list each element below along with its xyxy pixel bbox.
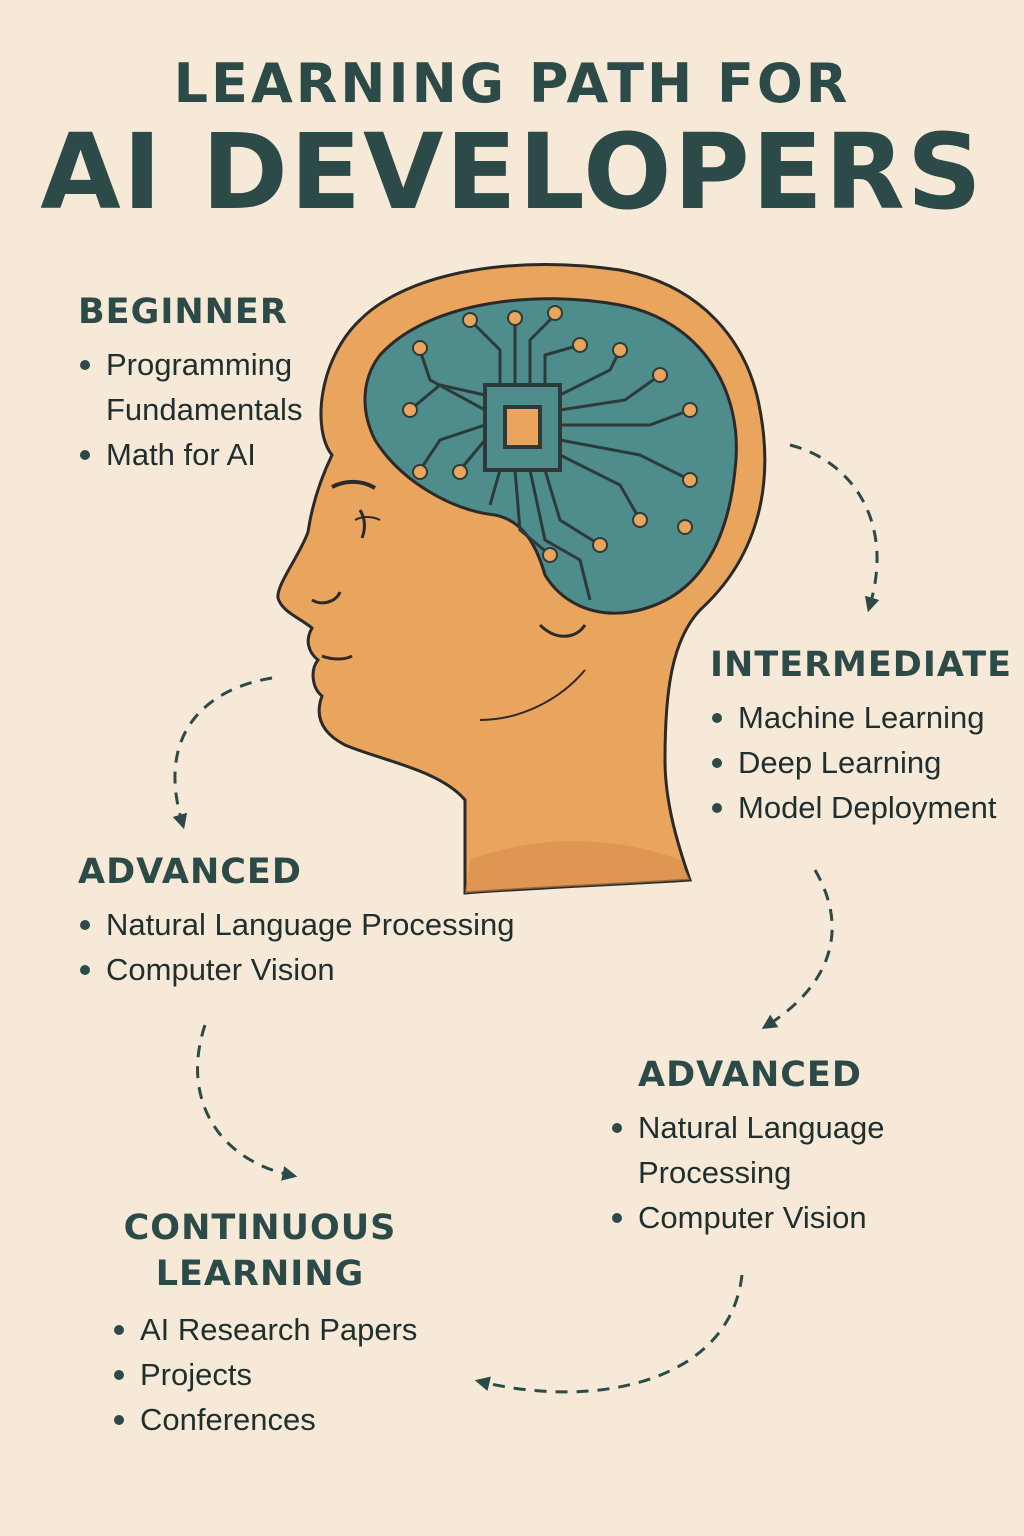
stage-beginner: BEGINNER Programming Fundamentals Math f… (78, 292, 318, 477)
stage-heading: ADVANCED (638, 1055, 862, 1095)
stage-heading: ADVANCED (78, 852, 302, 892)
dashed-arrow-icon (474, 1274, 744, 1394)
stage-heading-line-2: LEARNING (155, 1254, 365, 1294)
list-item: Natural Language Processing (610, 1105, 900, 1195)
title-line-1: LEARNING PATH FOR (173, 52, 851, 115)
dashed-arrow-icon (789, 443, 880, 613)
list-item: Computer Vision (78, 947, 538, 992)
dashed-arrow-icon (761, 869, 834, 1030)
stage-advanced-right: ADVANCED Natural Language Processing Com… (610, 1055, 900, 1240)
dashed-arrow-icon (172, 676, 273, 830)
stage-continuous-learning: CONTINUOUS LEARNING AI Research Papers P… (100, 1205, 420, 1442)
list-item: Computer Vision (610, 1195, 900, 1240)
list-item: AI Research Papers (112, 1307, 420, 1352)
dashed-arrow-icon (196, 1024, 298, 1181)
stage-heading: CONTINUOUS LEARNING (100, 1205, 420, 1297)
list-item: Programming Fundamentals (78, 342, 318, 432)
title-line-2: AI DEVELOPERS (40, 111, 984, 233)
chip-icon (483, 383, 562, 472)
list-item: Projects (112, 1352, 420, 1397)
list-item: Model Deployment (710, 785, 1020, 830)
stage-advanced-left: ADVANCED Natural Language Processing Com… (78, 852, 538, 992)
list-item: Deep Learning (710, 740, 1020, 785)
stage-intermediate: INTERMEDIATE Machine Learning Deep Learn… (710, 645, 1020, 830)
stage-heading-line-1: CONTINUOUS (123, 1208, 397, 1248)
list-item: Conferences (112, 1397, 420, 1442)
stage-heading: INTERMEDIATE (710, 645, 1013, 685)
brain-circuit-icon (363, 297, 738, 615)
list-item: Math for AI (78, 432, 318, 477)
list-item: Natural Language Processing (78, 902, 538, 947)
stage-heading: BEGINNER (78, 292, 288, 332)
list-item: Machine Learning (710, 695, 1020, 740)
